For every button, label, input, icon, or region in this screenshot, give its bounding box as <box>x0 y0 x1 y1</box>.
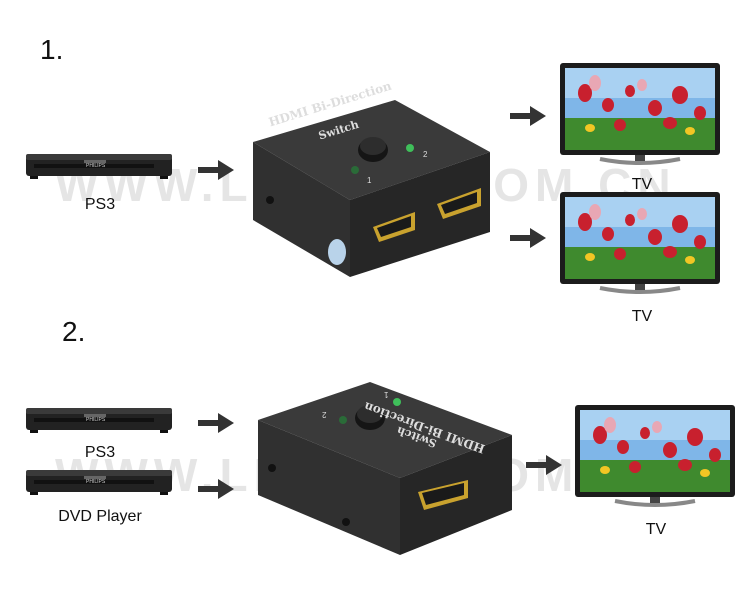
step-2-switch: HDMI Bi-Direction Switch 1 2 <box>250 370 518 555</box>
step-1-number: 1. <box>40 34 64 65</box>
step-1-arrow-out-top <box>510 106 546 126</box>
step-1-tv-top-label: TV <box>631 176 653 193</box>
step-2-arrow-in-top <box>198 413 234 433</box>
step-2-arrow-in-bottom <box>198 479 234 499</box>
step-2-number: 2. <box>62 316 86 347</box>
step-1-port-1-label: 1 <box>367 176 372 185</box>
step-1-port-2-label: 2 <box>423 150 428 159</box>
step-2-dvd-label: DVD Player <box>58 508 142 525</box>
step-2-port-2-label: 2 <box>322 410 327 419</box>
step-2-ps3-device: PHILIPS <box>24 404 174 434</box>
step-2-tv <box>575 405 735 515</box>
step-1-tv-top <box>560 63 720 173</box>
step-2-tv-label: TV <box>645 521 667 538</box>
step-2-ps3-label: PS3 <box>84 444 116 461</box>
step-1-arrow-out-bottom <box>510 228 546 248</box>
step-2-port-1-label: 1 <box>384 390 389 399</box>
step-2-arrow-out <box>526 455 562 475</box>
brand-label: PHILIPS <box>86 417 106 423</box>
brand-label: PHILIPS <box>86 479 106 485</box>
step-1-ps3-device: PHILIPS <box>24 150 174 180</box>
step-1-tv-bottom <box>560 192 720 302</box>
step-2-dvd-device: PHILIPS <box>24 466 174 496</box>
step-1-switch: HDMI Bi-Direction Switch 1 2 <box>245 79 495 277</box>
step-1-tv-bottom-label: TV <box>631 308 653 325</box>
step-1-arrow-in <box>198 160 234 180</box>
brand-label: PHILIPS <box>86 163 106 169</box>
step-1-ps3-label: PS3 <box>84 196 116 213</box>
